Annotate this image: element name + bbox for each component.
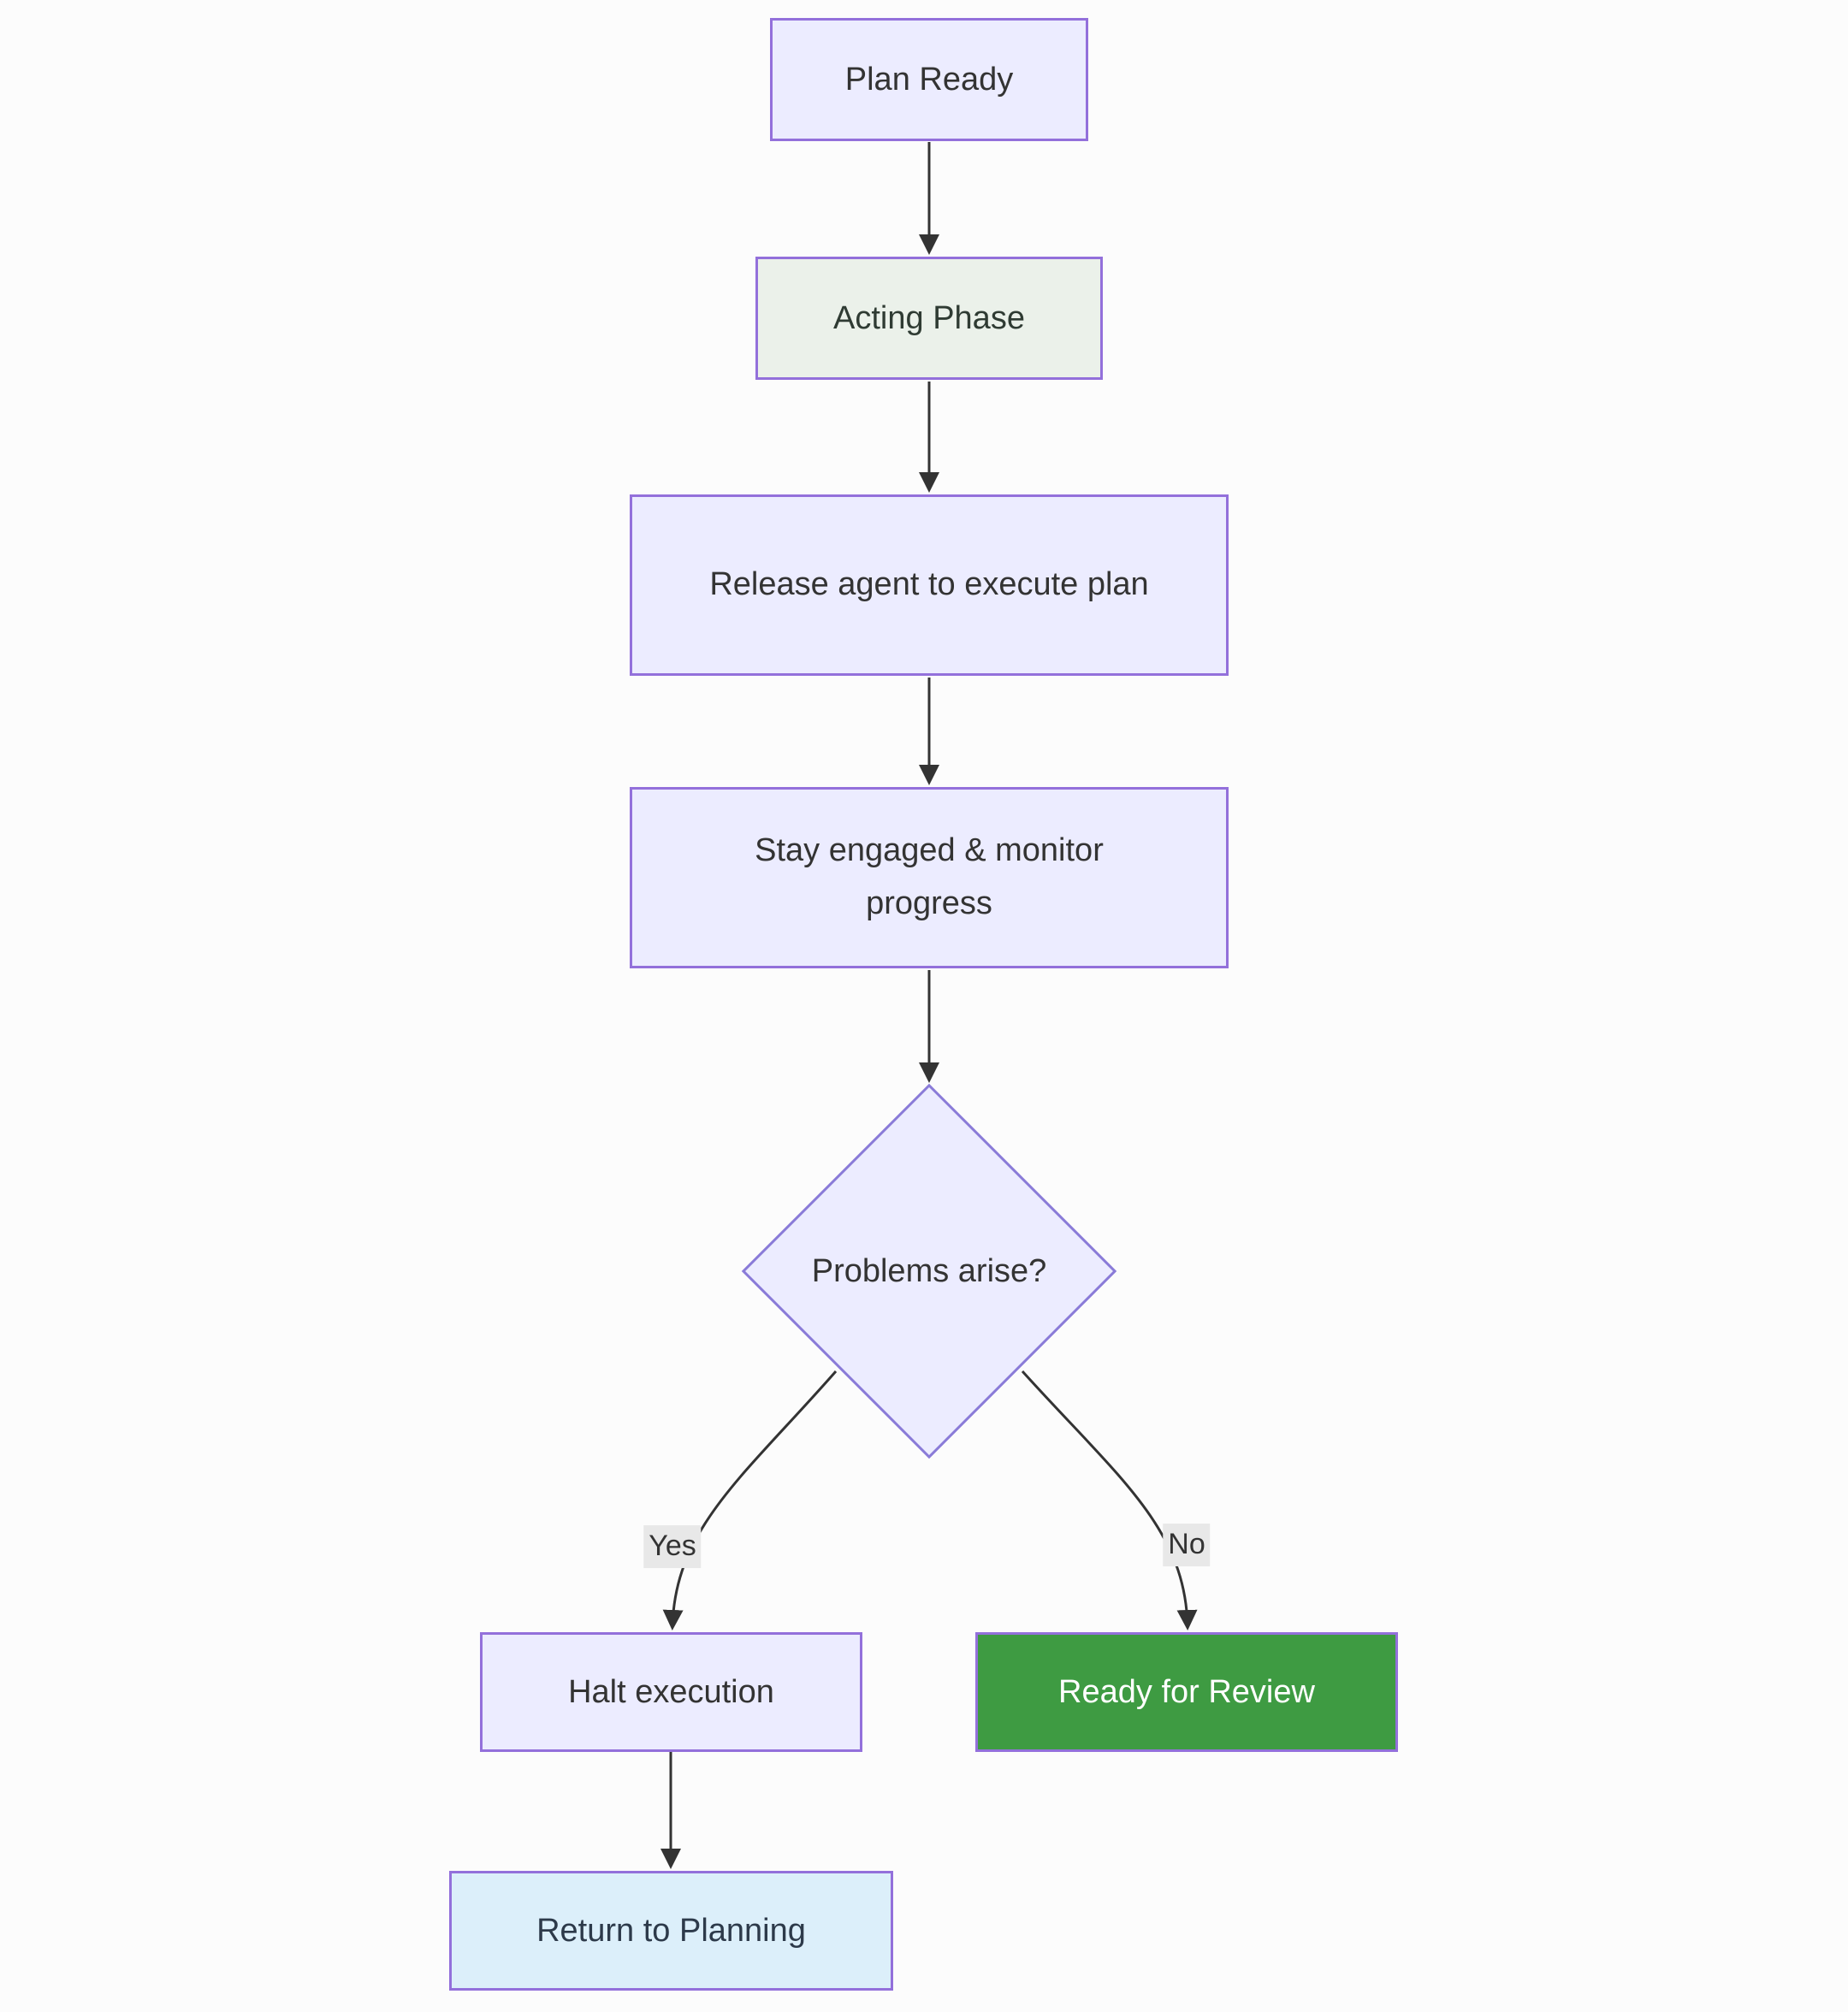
node-problems-arise-label: Problems arise? [811,1252,1047,1289]
edge-problems-yes-to-halt [662,1370,838,1630]
node-stay-engaged-label: Stay engaged & monitor progress [755,832,1104,921]
edge-problems-no-to-review [1021,1370,1198,1630]
node-ready-for-review-label: Ready for Review [1058,1673,1315,1710]
node-return-to-planning-label: Return to Planning [536,1912,806,1949]
node-stay-engaged: Stay engaged & monitor progress [630,787,1229,968]
node-acting-phase: Acting Phase [755,257,1103,380]
node-problems-arise: Problems arise? [741,1083,1117,1459]
node-release-agent-label: Release agent to execute plan [709,566,1149,603]
edge-label-no: No [1163,1524,1211,1566]
edge-label-yes: Yes [643,1525,702,1568]
node-halt-execution: Halt execution [480,1632,862,1752]
node-acting-phase-label: Acting Phase [833,299,1025,336]
node-ready-for-review: Ready for Review [975,1632,1398,1752]
node-release-agent: Release agent to execute plan [630,494,1229,676]
node-plan-ready: Plan Ready [770,18,1088,141]
node-halt-execution-label: Halt execution [568,1673,774,1710]
node-plan-ready-label: Plan Ready [844,61,1014,98]
node-return-to-planning: Return to Planning [449,1871,893,1991]
